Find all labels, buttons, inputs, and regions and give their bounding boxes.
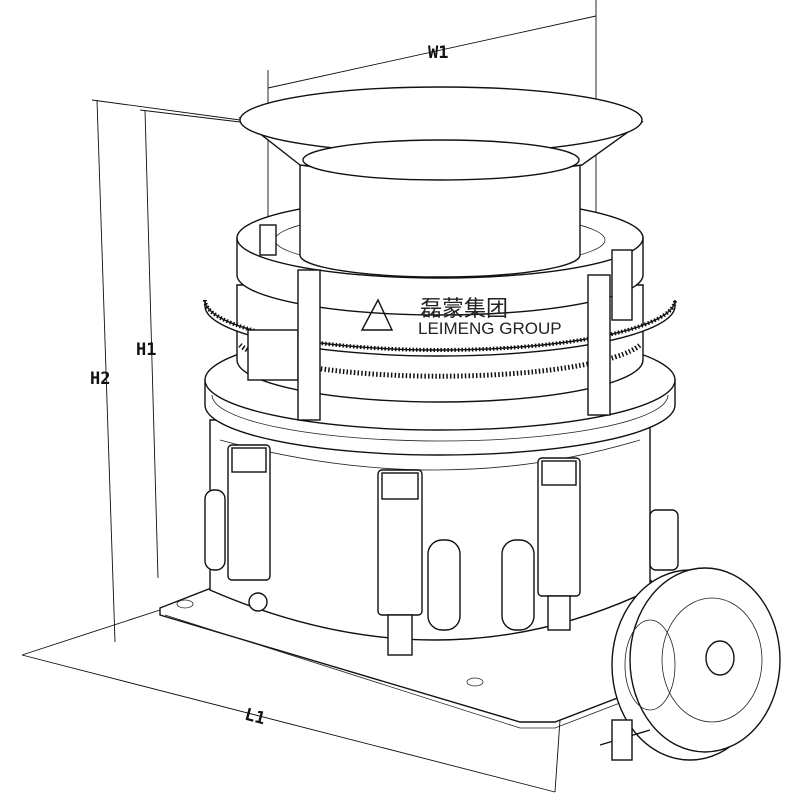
- dimension-h1: H1: [136, 109, 241, 579]
- cylinder-center: [377, 469, 423, 656]
- cylinder-left: [227, 444, 271, 612]
- h1-label: H1: [136, 340, 156, 360]
- feed-cylinder: [299, 159, 581, 278]
- accumulators: [204, 489, 679, 631]
- drive-pulley: [599, 567, 781, 761]
- dimension-h2: H2: [90, 99, 241, 643]
- feed-hopper: [238, 86, 644, 181]
- dimension-l1: L1: [21, 609, 561, 793]
- cylinder-right: [537, 457, 581, 631]
- w1-label: W1: [428, 43, 448, 63]
- h2-label: H2: [90, 369, 110, 389]
- hydraulic-cylinders: [204, 444, 679, 656]
- l1-label: L1: [242, 705, 267, 730]
- brackets: [247, 224, 633, 421]
- logo-chinese: 磊蒙集团: [420, 297, 508, 322]
- leimeng-logo: 磊蒙集团 LEIMENG GROUP: [360, 297, 562, 338]
- logo-english: LEIMENG GROUP: [418, 319, 562, 338]
